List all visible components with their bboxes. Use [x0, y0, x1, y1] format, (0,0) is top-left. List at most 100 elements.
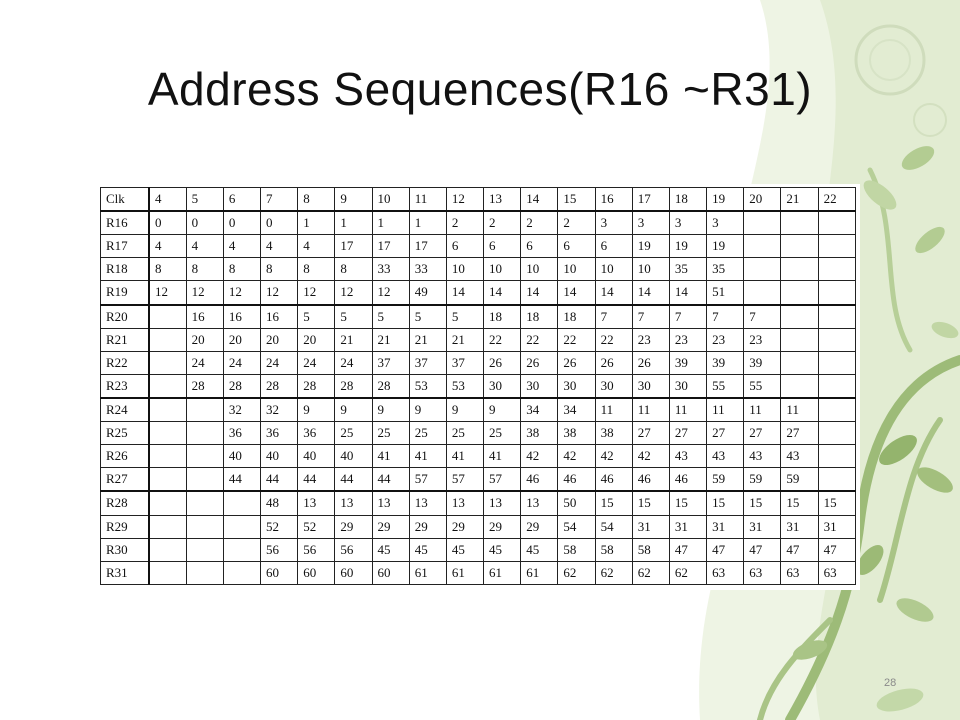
table-cell: 3 — [668, 210, 708, 236]
table-cell: 61 — [445, 560, 485, 586]
header-clock-cell: 10 — [371, 187, 410, 213]
table-cell: 26 — [520, 350, 559, 375]
table-cell: 15 — [631, 490, 670, 516]
table-cell: 34 — [520, 397, 559, 423]
table-cell — [817, 304, 857, 329]
table-cell: 27 — [780, 421, 819, 446]
table-cell: 63 — [817, 560, 857, 586]
header-label-cell: Clk — [100, 187, 150, 213]
table-cell: 10 — [520, 257, 559, 282]
table-cell: 11 — [743, 397, 782, 423]
table-cell: 57 — [483, 467, 522, 493]
table-cell: 26 — [483, 350, 522, 375]
table-cell — [743, 257, 782, 282]
table-cell: 47 — [668, 537, 708, 562]
table-cell: 4 — [185, 234, 224, 259]
table-cell: 8 — [334, 257, 373, 282]
table-cell: 13 — [483, 490, 522, 516]
table-cell: 12 — [334, 280, 373, 306]
table-cell: 27 — [706, 421, 745, 446]
table-cell: 47 — [743, 537, 782, 562]
header-clock-cell: 5 — [185, 187, 224, 213]
table-cell: 28 — [297, 373, 336, 399]
table-cell: 63 — [743, 560, 782, 586]
table-cell: 36 — [260, 421, 299, 446]
table-cell: 18 — [483, 304, 522, 329]
table-cell: 24 — [222, 350, 262, 375]
table-cell: 20 — [297, 327, 336, 352]
table-cell: 24 — [185, 350, 224, 375]
table-cell: 44 — [297, 467, 336, 493]
row-label-cell: R23 — [100, 373, 150, 399]
table-cell: 48 — [260, 490, 299, 516]
table-cell: 37 — [408, 350, 447, 375]
table-cell: 25 — [371, 421, 410, 446]
table-cell — [743, 210, 782, 236]
header-clock-cell: 22 — [817, 187, 857, 213]
table-cell: 17 — [371, 234, 410, 259]
table-cell: 4 — [222, 234, 262, 259]
table-cell: 56 — [334, 537, 373, 562]
table-cell: 32 — [260, 397, 299, 423]
table-cell: 15 — [668, 490, 708, 516]
table-cell: 29 — [408, 514, 447, 539]
table-cell: 5 — [371, 304, 410, 329]
table-cell: 30 — [520, 373, 559, 399]
table-cell: 40 — [222, 444, 262, 469]
table-cell: 23 — [743, 327, 782, 352]
table-cell: 15 — [743, 490, 782, 516]
table-cell: 14 — [557, 280, 596, 306]
header-clock-cell: 16 — [594, 187, 633, 213]
table-cell: 40 — [260, 444, 299, 469]
table-cell — [780, 304, 819, 329]
table-cell — [780, 257, 819, 282]
table-cell: 29 — [483, 514, 522, 539]
table-cell: 43 — [668, 444, 708, 469]
table-cell: 31 — [631, 514, 670, 539]
table-cell — [817, 257, 857, 282]
table-cell: 12 — [260, 280, 299, 306]
table-cell: 60 — [260, 560, 299, 586]
table-cell: 12 — [297, 280, 336, 306]
table-cell: 12 — [185, 280, 224, 306]
table-cell — [817, 467, 857, 493]
table-cell: 63 — [780, 560, 819, 586]
table-cell: 7 — [668, 304, 708, 329]
table-cell: 36 — [222, 421, 262, 446]
table-cell: 5 — [445, 304, 485, 329]
table-cell: 41 — [371, 444, 410, 469]
table-cell: 8 — [185, 257, 224, 282]
table-cell: 25 — [445, 421, 485, 446]
table-cell: 34 — [557, 397, 596, 423]
table-cell: 46 — [631, 467, 670, 493]
table-cell: 26 — [594, 350, 633, 375]
table-cell: 18 — [557, 304, 596, 329]
table-cell: 29 — [520, 514, 559, 539]
table-cell: 12 — [222, 280, 262, 306]
table-cell: 54 — [594, 514, 633, 539]
table-cell: 31 — [706, 514, 745, 539]
table-cell: 16 — [185, 304, 224, 329]
row-label-cell: R19 — [100, 280, 150, 306]
table-cell: 18 — [520, 304, 559, 329]
header-clock-cell: 20 — [743, 187, 782, 213]
table-cell: 13 — [334, 490, 373, 516]
table-cell: 30 — [557, 373, 596, 399]
table-cell: 20 — [185, 327, 224, 352]
table-cell: 21 — [371, 327, 410, 352]
table-cell: 9 — [408, 397, 447, 423]
table-cell: 47 — [780, 537, 819, 562]
header-clock-cell: 6 — [222, 187, 262, 213]
table-cell: 51 — [706, 280, 745, 306]
page-number: 28 — [884, 677, 897, 689]
table-cell: 12 — [371, 280, 410, 306]
table-cell: 33 — [371, 257, 410, 282]
table-cell — [185, 514, 224, 539]
